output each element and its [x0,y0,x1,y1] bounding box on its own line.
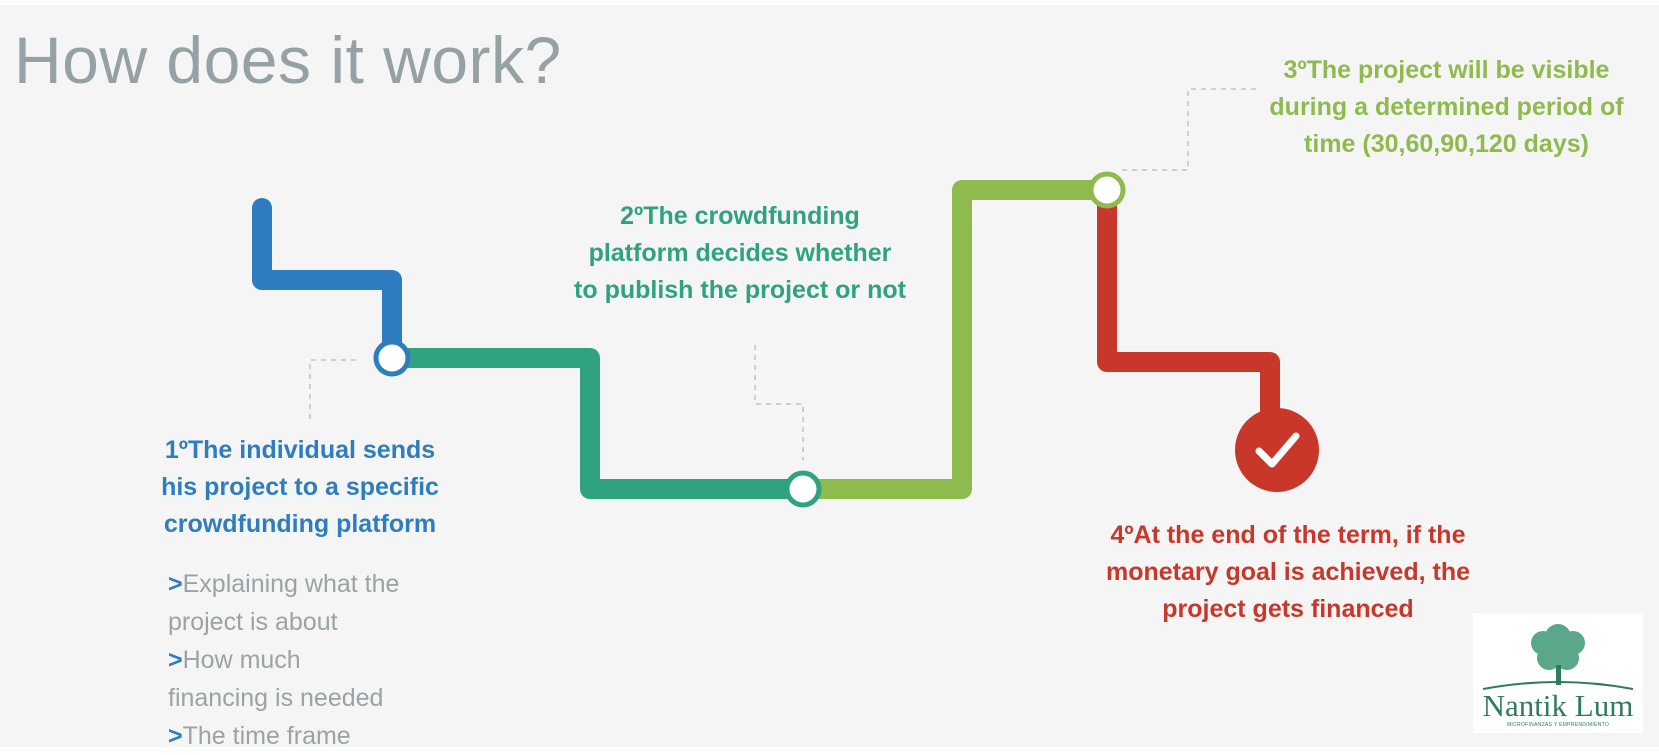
node-step3 [1088,171,1126,209]
connector-step3 [1122,88,1260,171]
bullet-marker: > [168,570,183,598]
step-1-line: crowdfunding platform [163,510,437,538]
step-4-line: project gets financed [1162,595,1414,623]
step-3-line: during a determined period of [1269,93,1624,121]
step-4-text: 4ºAt the end of the term, if the monetar… [1083,517,1493,628]
connector-step1 [309,359,356,420]
tree-icon [1482,624,1634,690]
node-step1 [373,339,411,377]
page-title: How does it work? [14,23,562,97]
segment-step2 [382,348,813,499]
list-item: >The time frame [168,717,488,755]
logo-name: Nantik Lum [1482,688,1634,723]
list-item: >Explaining what the [168,565,488,603]
step-2-line: platform decides whether [588,239,892,267]
connector-step2 [754,345,804,460]
step-2-text: 2ºThe crowdfunding platform decides whet… [545,198,935,309]
step-1-text: 1ºThe individual sends his project to a … [140,432,460,543]
slide-background [0,5,1659,747]
logo: Nantik Lum MICROFINANZAS Y EMPRENDIMIENT… [1473,613,1643,733]
step-3-line: 3ºThe project will be visible [1283,56,1610,84]
step-4-line: monetary goal is achieved, the [1105,558,1470,586]
segment-step1 [252,198,402,368]
bullet-text: Explaining what the [182,570,400,598]
list-item: project is about [168,603,488,641]
segment-step4 [1097,180,1280,450]
step-1-line: 1ºThe individual sends [164,436,436,464]
checkmark-icon [1235,408,1319,492]
bullet-marker: > [168,722,183,750]
bullet-text: How much [182,646,301,674]
bullet-text: project is about [168,608,338,636]
step-3-text: 3ºThe project will be visible during a d… [1244,52,1649,163]
bullet-text: The time frame [182,722,351,750]
step-3-line: time (30,60,90,120 days) [1304,130,1589,158]
list-item: financing is needed [168,679,488,717]
step-2-line: to publish the project or not [574,276,906,304]
list-item: >How much [168,641,488,679]
step-4-line: 4ºAt the end of the term, if the [1110,521,1466,549]
logo-subtitle: MICROFINANZAS Y EMPRENDIMIENTO [1506,722,1610,728]
step-2-line: 2ºThe crowdfunding [620,202,860,230]
step-1-details-list: >Explaining what the project is about >H… [168,565,488,755]
step-1-line: his project to a specific [161,473,439,501]
bullet-text: financing is needed [168,684,384,712]
bullet-marker: > [168,646,183,674]
segment-step3 [793,180,1117,499]
node-step2 [784,470,822,508]
